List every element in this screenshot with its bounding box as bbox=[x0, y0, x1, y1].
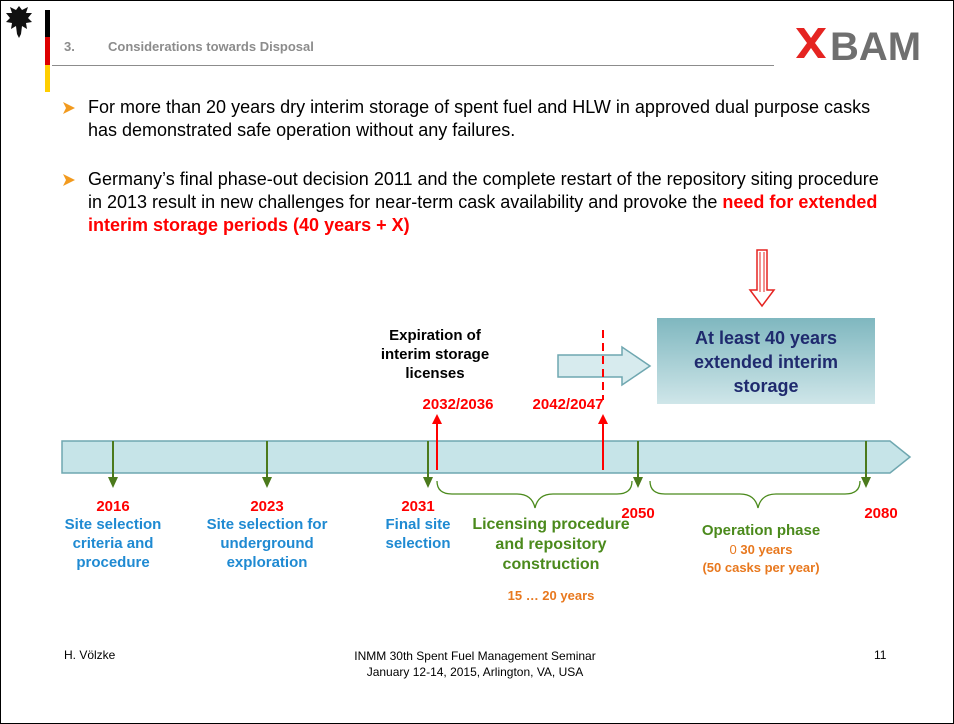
hollow-right-arrow-icon bbox=[557, 345, 652, 387]
footer-event: INMM 30th Spent Fuel Management Seminar … bbox=[310, 648, 640, 680]
red-up-arrowhead bbox=[598, 414, 608, 424]
phase-line: construction bbox=[502, 556, 600, 573]
expiration-line: licenses bbox=[405, 365, 465, 382]
bullet-text: For more than 20 years dry interim stora… bbox=[88, 97, 871, 140]
bullet-text-plain: Germany’s final phase-out decision 2011 … bbox=[88, 169, 879, 212]
year-2050: 2050 bbox=[621, 505, 655, 522]
operation-rate: (50 casks per year) bbox=[702, 560, 820, 575]
extended-storage-text: At least 40 years extended interim stora… bbox=[657, 326, 875, 398]
svg-text:BAM: BAM bbox=[830, 25, 921, 68]
milestone-line: criteria and bbox=[72, 535, 154, 552]
phase-line: Licensing procedure bbox=[472, 516, 630, 533]
milestone-2023-desc: Site selection for underground explorati… bbox=[180, 515, 354, 572]
milestone-line: Site selection for bbox=[206, 516, 328, 533]
bam-logo: BAM bbox=[796, 25, 921, 68]
footer-author: H. Völzke bbox=[64, 648, 116, 662]
milestone-2016-desc: Site selection criteria and procedure bbox=[38, 515, 188, 572]
box-line: extended interim bbox=[693, 352, 839, 372]
red-down-arrow-icon bbox=[748, 249, 776, 308]
milestone-2031-desc: Final site selection bbox=[370, 515, 466, 553]
phase-line: and repository bbox=[495, 536, 607, 553]
milestone-line: procedure bbox=[76, 554, 150, 571]
licensing-brace bbox=[436, 480, 633, 509]
section-number: 3. bbox=[64, 39, 75, 54]
year-2016: 2016 bbox=[96, 498, 130, 515]
year-2032-2036: 2032/2036 bbox=[422, 396, 494, 413]
footer-event-line: January 12-14, 2015, Arlington, VA, USA bbox=[366, 665, 584, 679]
bullet-text: Germany’s final phase-out decision 2011 … bbox=[88, 168, 894, 237]
milestone-line: Final site bbox=[385, 516, 451, 533]
milestone-line: Site selection bbox=[64, 516, 162, 533]
milestone-line: underground bbox=[220, 535, 314, 552]
german-flag-stripe bbox=[45, 10, 50, 92]
milestone-line: exploration bbox=[226, 554, 308, 571]
bullet-arrow-icon bbox=[63, 174, 75, 186]
section-title: Considerations towards Disposal bbox=[108, 39, 314, 54]
timeline-bar bbox=[61, 440, 912, 474]
operation-duration-text: 30 years bbox=[740, 542, 793, 557]
expiration-line: Expiration of bbox=[389, 327, 481, 344]
federal-eagle-icon bbox=[6, 6, 32, 38]
footer-event-line: INMM 30th Spent Fuel Management Seminar bbox=[354, 649, 596, 663]
licensing-duration: 15 … 20 years bbox=[507, 588, 595, 603]
extended-storage-box bbox=[657, 318, 875, 404]
milestone-line: selection bbox=[385, 535, 451, 552]
bullet-highlight: need for extended interim storage period… bbox=[88, 192, 878, 235]
title-underline bbox=[52, 65, 774, 66]
year-2042-2047: 2042/2047 bbox=[532, 396, 604, 413]
red-up-arrowhead bbox=[432, 414, 442, 424]
expiration-label: Expiration of interim storage licenses bbox=[350, 326, 520, 383]
expiration-line: interim storage bbox=[380, 346, 490, 363]
operation-duration: 0 30 years bbox=[686, 542, 836, 557]
year-2023: 2023 bbox=[250, 498, 284, 515]
box-line: At least 40 years bbox=[694, 328, 838, 348]
year-2031: 2031 bbox=[401, 498, 435, 515]
page-number: 11 bbox=[874, 648, 887, 662]
box-line: storage bbox=[733, 376, 799, 396]
operation-brace bbox=[649, 480, 861, 509]
bullet-arrow-icon bbox=[63, 102, 75, 114]
approx-symbol: 0 bbox=[729, 542, 737, 557]
year-2080: 2080 bbox=[864, 505, 898, 522]
operation-phase-label: Operation phase bbox=[701, 522, 821, 539]
licensing-phase-label: Licensing procedure and repository const… bbox=[456, 515, 646, 575]
